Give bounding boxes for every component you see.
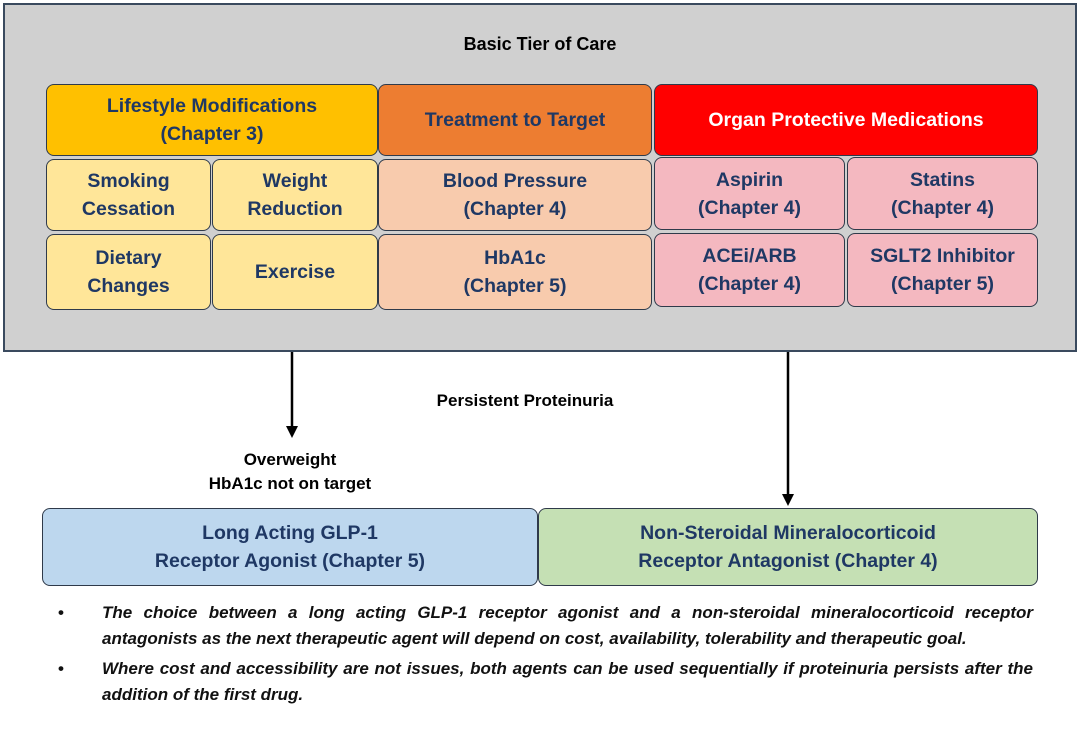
aspirin-box: Aspirin (Chapter 4) (654, 157, 845, 230)
sglt2-inhibitor-box: SGLT2 Inhibitor (Chapter 5) (847, 233, 1038, 307)
glp1-agonist-box: Long Acting GLP-1 Receptor Agonist (Chap… (42, 508, 538, 586)
blood-pressure-box: Blood Pressure (Chapter 4) (378, 159, 652, 231)
organ-protective-header: Organ Protective Medications (654, 84, 1038, 156)
statins-box: Statins (Chapter 4) (847, 157, 1038, 230)
bullet: • (58, 603, 64, 622)
note-text: The choice between a long acting GLP-1 r… (102, 603, 1033, 648)
exercise-box: Exercise (212, 234, 378, 310)
overweight-condition-label: Overweight HbA1c not on target (208, 450, 372, 493)
mra-antagonist-box: Non-Steroidal Mineralocorticoid Receptor… (538, 508, 1038, 586)
weight-reduction-box: Weight Reduction (212, 159, 378, 231)
smoking-cessation-box: Smoking Cessation (46, 159, 211, 231)
lifestyle-header: Lifestyle Modifications (Chapter 3) (46, 84, 378, 156)
dietary-changes-box: Dietary Changes (46, 234, 211, 310)
note-item: • Where cost and accessibility are not i… (58, 656, 1033, 708)
acei-arb-box: ACEi/ARB (Chapter 4) (654, 233, 845, 307)
note-item: • The choice between a long acting GLP-1… (58, 600, 1033, 652)
treatment-to-target-header: Treatment to Target (378, 84, 652, 156)
hba1c-box: HbA1c (Chapter 5) (378, 234, 652, 310)
persistent-proteinuria-label: Persistent Proteinuria (436, 391, 614, 410)
notes-list: • The choice between a long acting GLP-1… (58, 600, 1033, 712)
arrowhead-glp1 (286, 426, 298, 438)
note-text: Where cost and accessibility are not iss… (102, 659, 1033, 704)
tier-title: Basic Tier of Care (463, 34, 617, 54)
arrowhead-mra (782, 494, 794, 506)
bullet: • (58, 659, 64, 678)
